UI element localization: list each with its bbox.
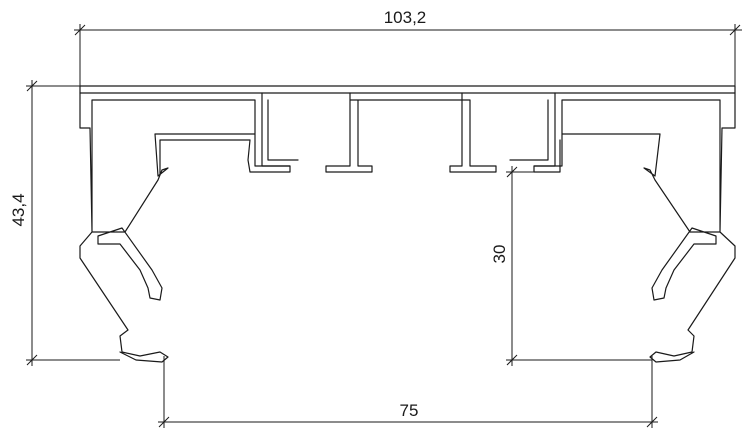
- right-wall: [533, 92, 736, 363]
- height-tick-bottom: [26, 354, 38, 366]
- left-wall: [79, 92, 291, 363]
- width-tick-right: [729, 24, 741, 36]
- inner-height-tick-bottom: [506, 354, 518, 366]
- inner-height-label: 30: [490, 245, 509, 264]
- width-label: 103,2: [384, 8, 427, 27]
- opening-label: 75: [400, 401, 419, 420]
- inner-height-dimension: 30: [490, 166, 652, 366]
- aluminium-profile: [79, 85, 736, 363]
- opening-tick-left: [158, 416, 170, 428]
- width-dimension: 103,2: [74, 8, 742, 86]
- inner-height-tick-top: [506, 166, 518, 178]
- opening-dimension: 75: [158, 356, 658, 428]
- top-flange: [79, 85, 736, 94]
- height-tick-top: [26, 80, 38, 92]
- height-label: 43,4: [9, 193, 28, 226]
- height-dimension: 43,4: [9, 80, 120, 366]
- opening-tick-right: [646, 416, 658, 428]
- center-channel: [261, 92, 561, 173]
- width-tick-left: [74, 24, 86, 36]
